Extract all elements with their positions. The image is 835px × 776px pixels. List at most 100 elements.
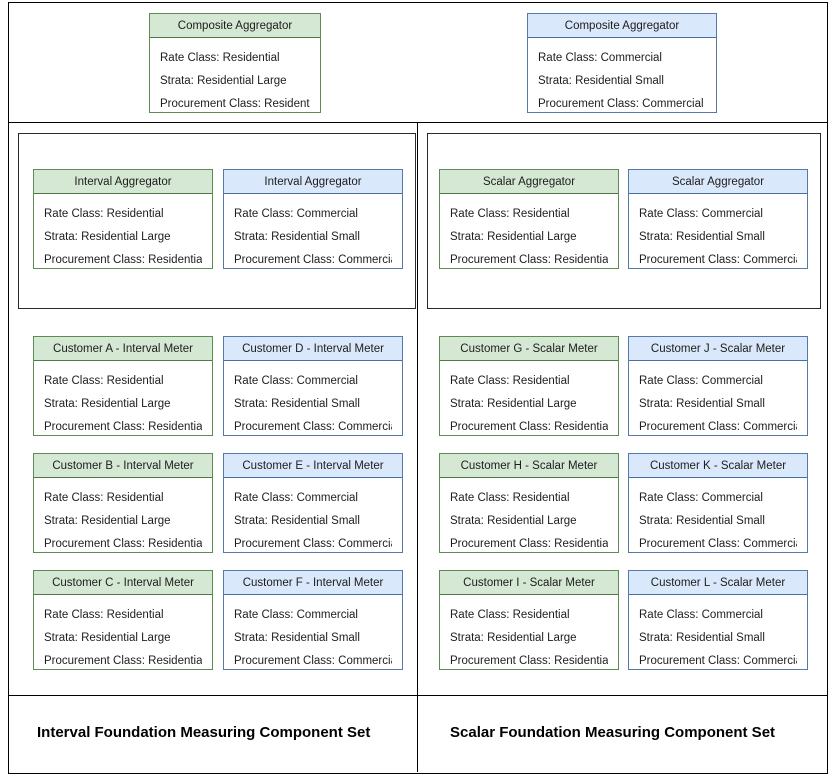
interval-meter-card-3-attr-2: Procurement Class: Commercial: [234, 538, 392, 550]
scalar-aggregator-card-1-title: Scalar Aggregator: [629, 170, 807, 194]
divider-panels-footer: [8, 695, 828, 696]
scalar-meter-card-3-title: Customer K - Scalar Meter: [629, 454, 807, 478]
interval-meter-card-1-attr-0: Rate Class: Commercial: [234, 375, 358, 387]
interval-meter-card-0-attr-0: Rate Class: Residential: [44, 375, 164, 387]
interval-meter-card-5-title: Customer F - Interval Meter: [224, 571, 402, 595]
interval-meter-card-5-attr-1: Strata: Residential Small: [234, 632, 360, 644]
composite-aggregator-card-0-title: Composite Aggregator: [150, 14, 320, 38]
scalar-meter-card-3-attr-1: Strata: Residential Small: [639, 515, 765, 527]
scalar-meter-card-1-attr-2: Procurement Class: Commercial: [639, 421, 797, 433]
composite-aggregator-card-0-attr-0: Rate Class: Residential: [160, 52, 280, 64]
scalar-meter-card-3-attr-2: Procurement Class: Commercial: [639, 538, 797, 550]
scalar-meter-card-4-attr-0: Rate Class: Residential: [450, 609, 570, 621]
interval-meter-card-5-attr-0: Rate Class: Commercial: [234, 609, 358, 621]
scalar-meter-card-2-title: Customer H - Scalar Meter: [440, 454, 618, 478]
interval-meter-card-4-title: Customer C - Interval Meter: [34, 571, 212, 595]
interval-meter-card-1-title: Customer D - Interval Meter: [224, 337, 402, 361]
interval-meter-card-3-attr-1: Strata: Residential Small: [234, 515, 360, 527]
interval-aggregator-card-1-attr-1: Strata: Residential Small: [234, 231, 360, 243]
interval-aggregator-card-1-attr-0: Rate Class: Commercial: [234, 208, 358, 220]
scalar-meter-card-1-attr-0: Rate Class: Commercial: [639, 375, 763, 387]
scalar-meter-card-0-title: Customer G - Scalar Meter: [440, 337, 618, 361]
interval-meter-card-0-title: Customer A - Interval Meter: [34, 337, 212, 361]
composite-aggregator-card-1-attr-2: Procurement Class: Commercial: [538, 98, 704, 110]
interval-meter-card-5-attr-2: Procurement Class: Commercial: [234, 655, 392, 667]
interval-aggregator-card-0-attr-2: Procurement Class: Residential: [44, 254, 202, 266]
scalar-meter-card-2-attr-1: Strata: Residential Large: [450, 515, 577, 527]
scalar-set-label: Scalar Foundation Measuring Component Se…: [450, 724, 776, 741]
interval-aggregator-card-0-attr-1: Strata: Residential Large: [44, 231, 171, 243]
interval-meter-card-1-attr-2: Procurement Class: Commercial: [234, 421, 392, 433]
scalar-meter-card-4-attr-2: Procurement Class: Residential: [450, 655, 608, 667]
scalar-meter-card-0-attr-2: Procurement Class: Residential: [450, 421, 608, 433]
interval-meter-card-2-attr-2: Procurement Class: Residential: [44, 538, 202, 550]
scalar-meter-card-4-title: Customer I - Scalar Meter: [440, 571, 618, 595]
scalar-meter-card-0-attr-1: Strata: Residential Large: [450, 398, 577, 410]
interval-set-label: Interval Foundation Measuring Component …: [37, 724, 371, 741]
scalar-aggregator-card-0-title: Scalar Aggregator: [440, 170, 618, 194]
interval-meter-card-2-attr-0: Rate Class: Residential: [44, 492, 164, 504]
scalar-aggregator-card-0-attr-0: Rate Class: Residential: [450, 208, 570, 220]
interval-meter-card-2-title: Customer B - Interval Meter: [34, 454, 212, 478]
scalar-aggregator-card-1-attr-1: Strata: Residential Small: [639, 231, 765, 243]
interval-meter-card-0-attr-2: Procurement Class: Residential: [44, 421, 202, 433]
composite-aggregator-card-1-title: Composite Aggregator: [528, 14, 716, 38]
interval-meter-card-2-attr-1: Strata: Residential Large: [44, 515, 171, 527]
scalar-meter-card-5-attr-2: Procurement Class: Commercial: [639, 655, 797, 667]
interval-meter-card-0-attr-1: Strata: Residential Large: [44, 398, 171, 410]
scalar-meter-card-3-attr-0: Rate Class: Commercial: [639, 492, 763, 504]
interval-meter-card-4-attr-1: Strata: Residential Large: [44, 632, 171, 644]
scalar-meter-card-2-attr-0: Rate Class: Residential: [450, 492, 570, 504]
scalar-aggregator-card-0-attr-2: Procurement Class: Residential: [450, 254, 608, 266]
scalar-meter-card-4-attr-1: Strata: Residential Large: [450, 632, 577, 644]
divider-left-right-panel: [417, 122, 418, 772]
composite-aggregator-card-0-attr-2: Procurement Class: Residential: [160, 98, 310, 110]
composite-aggregator-card-0-attr-1: Strata: Residential Large: [160, 75, 287, 87]
scalar-meter-card-5-title: Customer L - Scalar Meter: [629, 571, 807, 595]
diagram-outer-frame: [8, 2, 828, 774]
scalar-aggregator-card-1-attr-2: Procurement Class: Commercial: [639, 254, 797, 266]
interval-meter-card-4-attr-0: Rate Class: Residential: [44, 609, 164, 621]
interval-aggregator-card-1-title: Interval Aggregator: [224, 170, 402, 194]
scalar-meter-card-2-attr-2: Procurement Class: Residential: [450, 538, 608, 550]
scalar-meter-card-5-attr-1: Strata: Residential Small: [639, 632, 765, 644]
interval-meter-card-3-title: Customer E - Interval Meter: [224, 454, 402, 478]
scalar-aggregator-card-0-attr-1: Strata: Residential Large: [450, 231, 577, 243]
scalar-meter-card-1-title: Customer J - Scalar Meter: [629, 337, 807, 361]
interval-meter-card-1-attr-1: Strata: Residential Small: [234, 398, 360, 410]
scalar-meter-card-1-attr-1: Strata: Residential Small: [639, 398, 765, 410]
